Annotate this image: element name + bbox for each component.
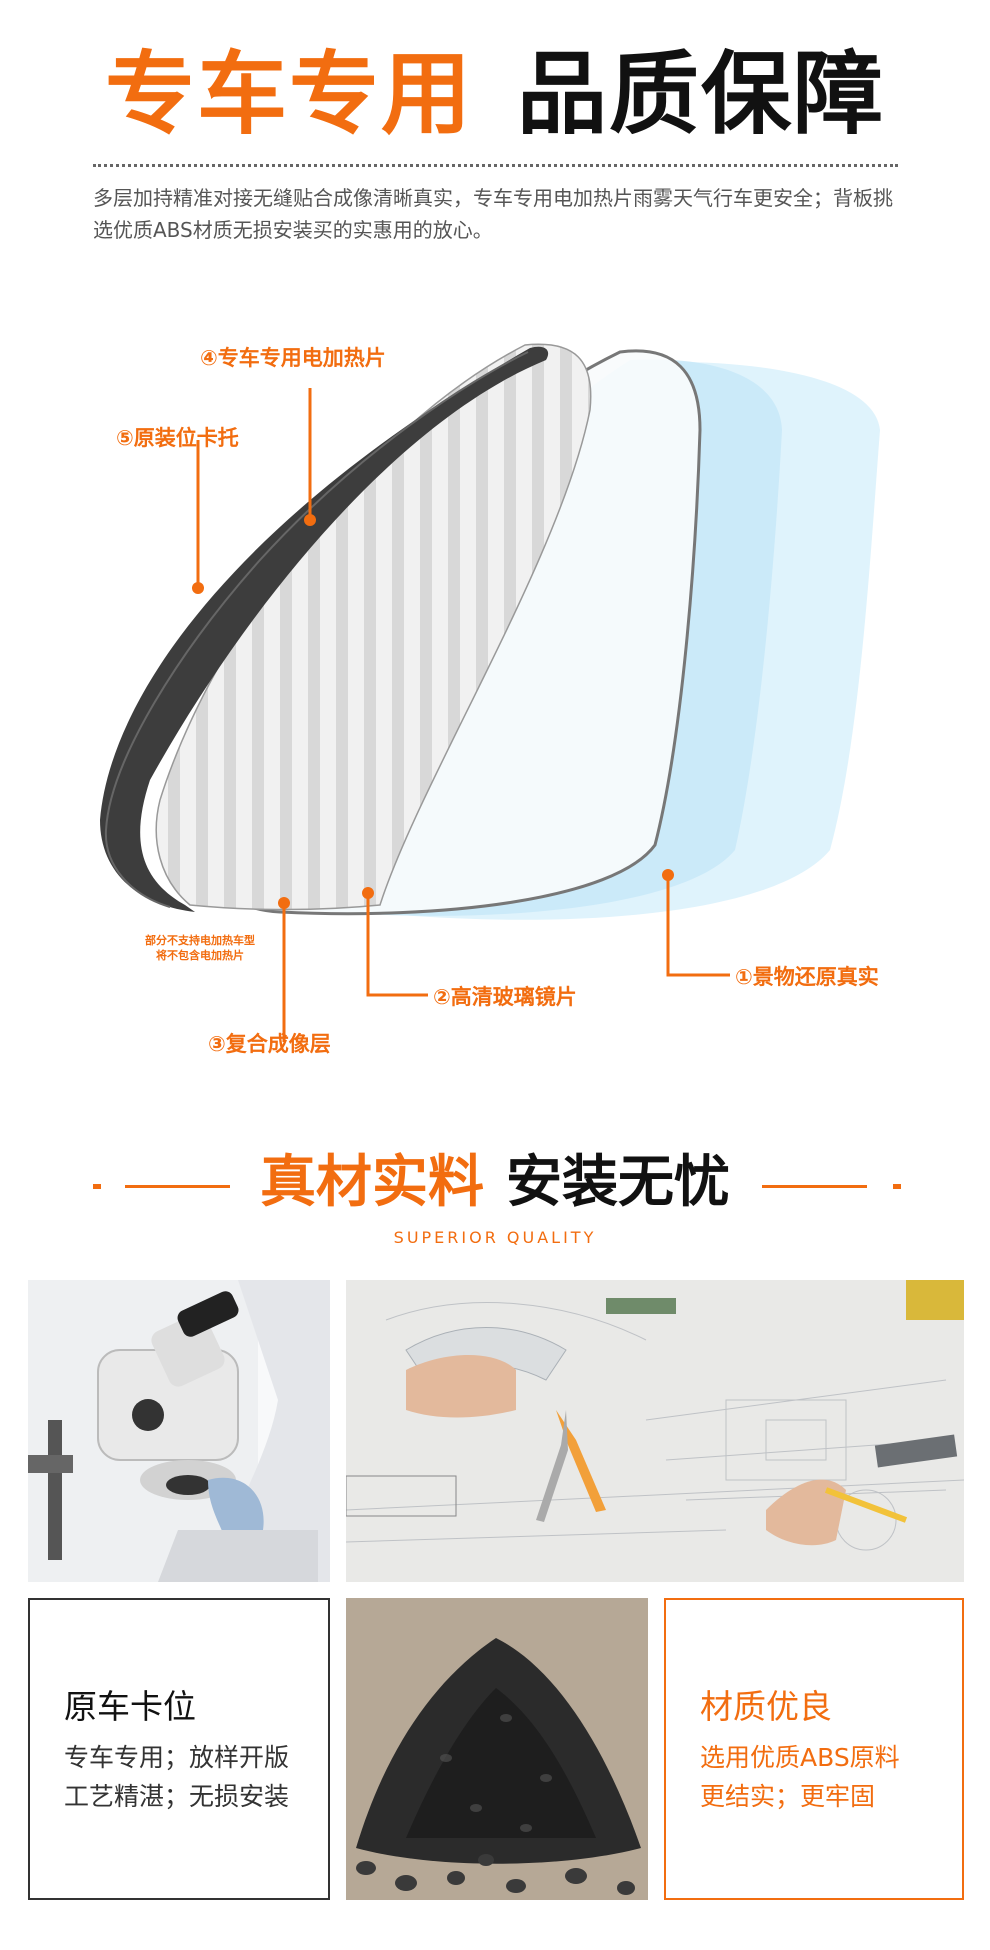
section2-title-orange: 真材实料 — [260, 1150, 484, 1215]
photo-design-blueprint — [346, 1280, 964, 1582]
card-quality-material: 材质优良 选用优质ABS原料 更结实；更牢固 — [664, 1598, 964, 1900]
photo-lab-microscope — [28, 1280, 330, 1582]
card-original-fit-title: 原车卡位 — [64, 1687, 196, 1726]
sec2-line-left — [125, 1185, 230, 1188]
microscope-illustration — [28, 1280, 330, 1582]
layer-original-bracket — [100, 346, 549, 912]
section2-title: 真材实料安装无忧 — [0, 1148, 990, 1218]
label-scene-restore: ①景物还原真实 — [735, 965, 879, 989]
callout-dot-bracket — [192, 582, 204, 594]
mirror-layers-svg — [100, 343, 880, 1042]
photo-abs-pellets — [346, 1598, 648, 1900]
section2-title-black: 安装无忧 — [506, 1150, 730, 1215]
card-original-fit-line1: 专车专用；放样开版 — [64, 1743, 290, 1772]
label-composite-imaging: ③复合成像层 — [208, 1032, 331, 1056]
callout-dots — [192, 514, 674, 909]
heating-note-line1: 部分不支持电加热车型 — [145, 934, 255, 947]
label-original-bracket: ⑤原装位卡托 — [116, 426, 239, 450]
hero-title-orange: 专车专用 — [105, 42, 473, 147]
section2-subtitle: SUPERIOR QUALITY — [393, 1228, 597, 1247]
heating-note: 部分不支持电加热车型 将不包含电加热片 — [120, 933, 280, 963]
card-quality-material-line2: 更结实；更牢固 — [700, 1782, 876, 1811]
sec2-line-right — [762, 1185, 867, 1188]
callout-dot-scene — [662, 869, 674, 881]
hero-title: 专车专用品质保障 — [0, 40, 990, 150]
card-original-fit-line2: 工艺精湛；无损安装 — [64, 1782, 290, 1811]
heating-note-line2: 将不包含电加热片 — [156, 949, 244, 962]
dotted-divider — [93, 164, 898, 167]
label-heating-film: ④专车专用电加热片 — [200, 346, 386, 370]
callout-dot-imaging — [278, 897, 290, 909]
blueprint-illustration — [346, 1280, 964, 1582]
card-quality-material-title: 材质优良 — [700, 1687, 832, 1726]
hero-title-black: 品质保障 — [517, 42, 885, 147]
layer-original-bracket-edge — [104, 351, 529, 908]
mirror-layer-diagram: ④专车专用电加热片 ⑤原装位卡托 部分不支持电加热车型 将不包含电加热片 ①景物… — [0, 330, 990, 1060]
card-original-fit: 原车卡位 专车专用；放样开版 工艺精湛；无损安装 — [28, 1598, 330, 1900]
callout-dot-glass — [362, 887, 374, 899]
card-quality-material-line1: 选用优质ABS原料 — [700, 1743, 900, 1772]
sec2-dash-left — [93, 1184, 101, 1189]
label-hd-glass: ②高清玻璃镜片 — [433, 985, 577, 1009]
sec2-dash-right — [893, 1184, 901, 1189]
callout-dot-heating — [304, 514, 316, 526]
callout-lines — [196, 388, 730, 1042]
pellets-illustration — [346, 1598, 648, 1900]
intro-text: 多层加持精准对接无缝贴合成像清晰真实，专车专用电加热片雨雾天气行车更安全；背板挑… — [93, 186, 893, 242]
